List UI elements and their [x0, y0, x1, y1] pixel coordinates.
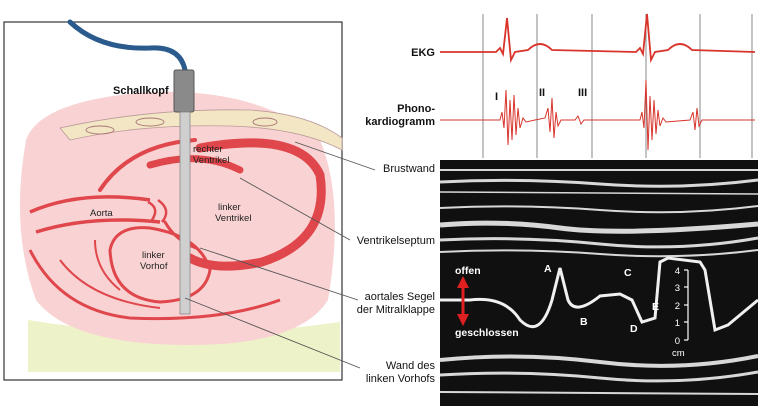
callout-chest-wall: Brustwand	[383, 163, 435, 175]
depth-scale-ticks	[684, 269, 688, 341]
probe-head	[173, 69, 195, 113]
depth-tick-1: 1	[675, 318, 680, 329]
heart-sound-I: I	[495, 91, 498, 103]
aorta-wall-lower	[35, 218, 161, 234]
ecg-label: EKG	[411, 47, 435, 59]
vessel	[94, 239, 121, 291]
point-E: E	[652, 301, 659, 313]
callout-atrial-line1: Wand des	[386, 360, 436, 372]
mitral-leaflet	[163, 220, 198, 250]
probe-cable	[67, 19, 188, 73]
heart-outline	[19, 91, 335, 345]
label-aorta: Aorta	[90, 208, 113, 219]
pcg-trace	[440, 79, 755, 151]
open-label: offen	[455, 265, 481, 277]
depth-tick-0: 0	[675, 336, 680, 347]
leader-mitral	[199, 247, 359, 301]
vessel	[28, 249, 281, 321]
point-C: C	[624, 267, 632, 279]
leader-chest-wall	[294, 141, 376, 171]
vessel	[59, 259, 161, 309]
ventricle-wall	[185, 138, 326, 271]
point-D: D	[630, 323, 638, 335]
label-right-ventricle-line1: rechter	[193, 144, 223, 155]
depth-unit: cm	[672, 348, 685, 359]
probe-label: Schallkopf	[113, 85, 169, 97]
rib	[85, 125, 115, 135]
closed-arrow-head	[457, 314, 469, 326]
leader-septum	[239, 177, 351, 241]
ultrasound-beam	[179, 111, 191, 315]
label-left-atrium-line2: Vorhof	[140, 261, 168, 272]
callout-mitral-line1: aortales Segel	[365, 291, 435, 303]
label-right-ventricle-line2: Ventrikel	[193, 155, 229, 166]
rib	[252, 117, 278, 127]
callout-atrial-line2: linken Vorhofs	[366, 373, 436, 385]
depth-tick-4: 4	[675, 266, 680, 277]
aorta-wall-upper	[29, 195, 151, 214]
heart-diagram-panel: Schallkopf rechter Ventrikel Aorta linke…	[3, 19, 343, 381]
label-left-atrium-line1: linker	[142, 250, 165, 261]
open-arrow-head	[457, 276, 469, 288]
aortic-cusp	[147, 200, 157, 221]
point-B: B	[580, 316, 588, 328]
heart-sound-II: II	[539, 87, 545, 99]
callout-septum: Ventrikelseptum	[357, 235, 435, 247]
rib	[135, 117, 165, 127]
callout-mitral-line2: der Mitralklappe	[357, 304, 435, 316]
aortic-cusp	[157, 198, 168, 223]
label-left-ventricle-line1: linker	[218, 202, 241, 213]
pcg-label-line2: kardiogramm	[365, 116, 435, 128]
mmode-background	[440, 160, 758, 406]
time-gridlines	[482, 14, 753, 158]
mitral-leaflet-motion	[440, 256, 759, 333]
septum	[146, 155, 244, 174]
closed-label: geschlossen	[455, 327, 519, 339]
trace-panel: EKG Phono- kardiogramm I II III	[365, 13, 756, 158]
depth-tick-3: 3	[675, 283, 680, 294]
mmode-panel: offen geschlossen A B C D E 4 3 2 1 0 cm	[439, 160, 759, 406]
point-A: A	[544, 263, 552, 275]
pcg-label-line1: Phono-	[397, 103, 435, 115]
mmode-echo-bands	[439, 169, 759, 395]
left-atrium-wall	[108, 226, 212, 304]
heart-sound-III: III	[578, 87, 587, 99]
leader-atrial-wall	[184, 297, 361, 369]
callout-labels: Brustwand Ventrikelseptum aortales Segel…	[357, 163, 436, 385]
depth-tick-2: 2	[675, 301, 680, 312]
ecg-trace	[440, 13, 756, 64]
label-left-ventricle-line2: Ventrikel	[215, 213, 251, 224]
callout-leaders	[184, 141, 376, 369]
